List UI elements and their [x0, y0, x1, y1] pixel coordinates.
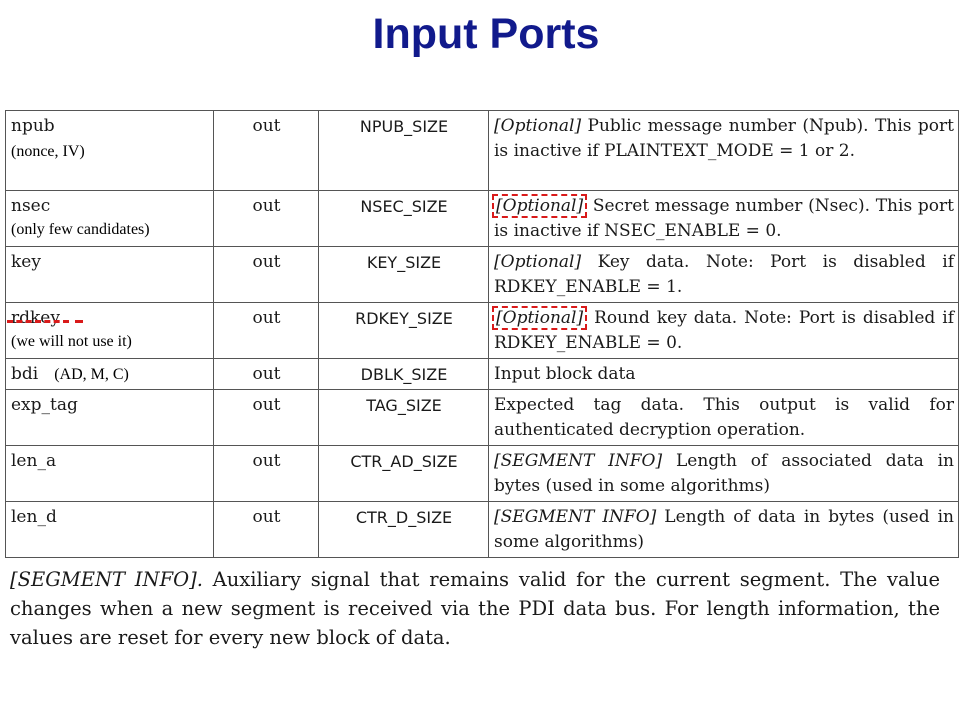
port-note: (only few candidates)	[11, 221, 150, 238]
port-description: [Optional] Key data. Note: Port is disab…	[488, 246, 959, 303]
port-description-text: Round key data. Note: Port is disabled i…	[494, 308, 954, 353]
port-description: [Optional] Public message number (Npub).…	[488, 110, 959, 191]
table-row: len_a out CTR_AD_SIZE [SEGMENT INFO] Len…	[5, 445, 959, 502]
port-size: KEY_SIZE	[318, 246, 489, 303]
port-direction: out	[213, 445, 319, 502]
port-name: len_d	[11, 507, 57, 527]
port-description-text: Length of data in bytes (used in some al…	[494, 507, 954, 552]
port-size: RDKEY_SIZE	[318, 302, 489, 359]
port-size: NSEC_SIZE	[318, 190, 489, 247]
table-row: npub (nonce, IV) out NPUB_SIZE [Optional…	[5, 110, 959, 191]
port-name: key	[11, 252, 41, 272]
port-name-cell: exp_tag	[5, 389, 214, 446]
port-size: CTR_D_SIZE	[318, 501, 489, 558]
port-description: [SEGMENT INFO] Length of data in bytes (…	[488, 501, 959, 558]
port-note: (AD, M, C)	[54, 366, 129, 383]
slide-title: Input Ports	[372, 10, 600, 58]
port-direction: out	[213, 190, 319, 247]
footnote-text: Auxiliary signal that remains valid for …	[10, 568, 940, 649]
port-name-cell: bdi (AD, M, C)	[5, 358, 214, 390]
port-name-cell: rdkey (we will not use it)	[5, 302, 214, 359]
port-direction: out	[213, 246, 319, 303]
port-name: nsec	[11, 196, 51, 216]
port-note: (nonce, IV)	[11, 143, 85, 160]
optional-highlight-box: [Optional]	[492, 194, 588, 218]
struck-port-name: rdkey	[7, 308, 83, 328]
table-row: nsec (only few candidates) out NSEC_SIZE…	[5, 190, 959, 247]
port-description-text: Public message number (Npub). This port …	[494, 116, 954, 161]
port-name: bdi	[11, 364, 39, 384]
port-description: [Optional] Secret message number (Nsec).…	[488, 190, 959, 247]
port-name: exp_tag	[11, 395, 78, 415]
port-direction: out	[213, 110, 319, 191]
port-tag: [Optional]	[494, 116, 582, 136]
table-row: key out KEY_SIZE [Optional] Key data. No…	[5, 246, 959, 303]
port-description-text: Input block data	[494, 364, 636, 384]
port-name: len_a	[11, 451, 57, 471]
port-description: Expected tag data. This output is valid …	[488, 389, 959, 446]
segment-info-footnote: [SEGMENT INFO]. Auxiliary signal that re…	[10, 565, 940, 652]
port-direction: out	[213, 302, 319, 359]
table-row: len_d out CTR_D_SIZE [SEGMENT INFO] Leng…	[5, 501, 959, 558]
input-ports-table: npub (nonce, IV) out NPUB_SIZE [Optional…	[5, 110, 959, 558]
port-description-text: Secret message number (Nsec). This port …	[494, 196, 954, 241]
port-tag: [SEGMENT INFO]	[494, 507, 657, 527]
port-description-text: Key data. Note: Port is disabled if RDKE…	[494, 252, 954, 297]
port-name-cell: nsec (only few candidates)	[5, 190, 214, 247]
port-note: (we will not use it)	[11, 333, 132, 350]
port-name-cell: len_a	[5, 445, 214, 502]
red-strikethrough	[7, 320, 69, 323]
footnote-tag: [SEGMENT INFO].	[10, 568, 203, 591]
port-description: Input block data	[488, 358, 959, 390]
port-name-cell: npub (nonce, IV)	[5, 110, 214, 191]
optional-highlight-box: [Optional]	[492, 306, 588, 330]
port-size: TAG_SIZE	[318, 389, 489, 446]
port-name: rdkey	[11, 308, 60, 328]
port-direction: out	[213, 389, 319, 446]
port-description: [SEGMENT INFO] Length of associated data…	[488, 445, 959, 502]
port-tag: [SEGMENT INFO]	[494, 451, 663, 471]
port-direction: out	[213, 501, 319, 558]
port-size: NPUB_SIZE	[318, 110, 489, 191]
port-description-text: Expected tag data. This output is valid …	[494, 395, 954, 440]
port-size: CTR_AD_SIZE	[318, 445, 489, 502]
port-size: DBLK_SIZE	[318, 358, 489, 390]
port-direction: out	[213, 358, 319, 390]
port-name-cell: len_d	[5, 501, 214, 558]
table-row: bdi (AD, M, C) out DBLK_SIZE Input block …	[5, 358, 959, 390]
table-row: exp_tag out TAG_SIZE Expected tag data. …	[5, 389, 959, 446]
port-name-cell: key	[5, 246, 214, 303]
port-description-text: Length of associated data in bytes (used…	[494, 451, 954, 496]
port-name: npub	[11, 116, 55, 136]
port-tag: [Optional]	[494, 252, 582, 272]
red-strikethrough-tail	[75, 320, 83, 323]
table-row: rdkey (we will not use it) out RDKEY_SIZ…	[5, 302, 959, 359]
port-description: [Optional] Round key data. Note: Port is…	[488, 302, 959, 359]
